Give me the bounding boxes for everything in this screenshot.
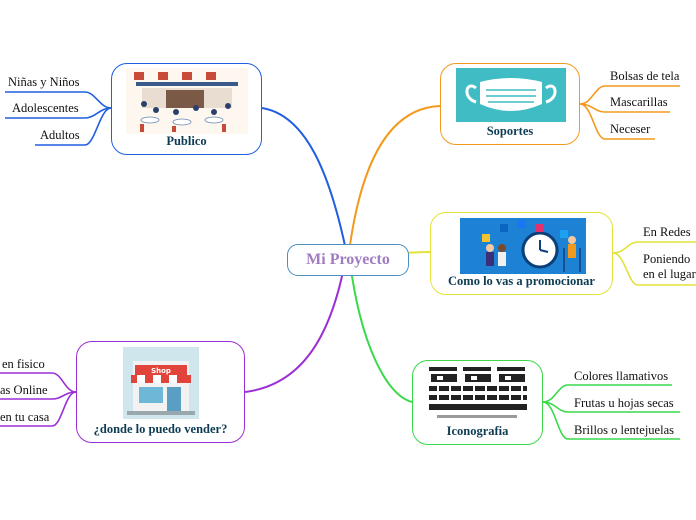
topic-title: Publico	[166, 134, 207, 148]
leaf-iconografia-3[interactable]: Brillos o lentejuelas	[574, 423, 674, 437]
topic-title: Soportes	[486, 124, 534, 138]
topic-publico[interactable]: Publico	[111, 63, 262, 155]
cafe-terrace-illustration	[126, 68, 248, 134]
leaf-publico-2[interactable]: Adolescentes	[12, 101, 79, 115]
topic-title: Iconografia	[446, 424, 509, 438]
leaf-iconografia-1[interactable]: Colores llamativos	[574, 369, 669, 383]
leaf-promocion-2[interactable]: Poniendo en el lugar	[643, 252, 696, 281]
topic-iconografia[interactable]: Iconografia	[412, 360, 543, 445]
leaf-soportes-3[interactable]: Neceser	[610, 122, 651, 136]
social-media-clock-illustration	[460, 218, 586, 274]
leaf-publico-3[interactable]: Adultos	[40, 128, 80, 142]
leaf-iconografia-2[interactable]: Frutas u hojas secas	[574, 396, 674, 410]
leaf-promocion-1[interactable]: En Redes	[643, 225, 691, 239]
leaf-vender-1[interactable]: en fisico	[2, 357, 45, 371]
face-mask-icon	[456, 68, 566, 122]
leaf-publico-1[interactable]: Niñas y Niños	[8, 75, 80, 89]
shop-storefront-icon: Shop	[123, 347, 199, 419]
font-glyph-sheet	[427, 365, 530, 423]
topic-title: ¿donde lo puedo vender?	[93, 422, 228, 436]
leaf-vender-2[interactable]: as Online	[0, 383, 48, 397]
leaf-soportes-1[interactable]: Bolsas de tela	[610, 69, 680, 83]
shop-sign-text: Shop	[151, 367, 171, 375]
topic-soportes[interactable]: Soportes	[440, 63, 580, 145]
central-topic[interactable]: Mi Proyecto	[287, 244, 409, 276]
topic-promocion[interactable]: Como lo vas a promocionar	[430, 212, 613, 295]
leaf-soportes-2[interactable]: Mascarillas	[610, 95, 668, 109]
topic-title: Como lo vas a promocionar	[448, 274, 595, 288]
topic-vender[interactable]: Shop ¿donde lo puedo vender?	[76, 341, 245, 443]
leaf-vender-3[interactable]: en tu casa	[0, 410, 50, 424]
